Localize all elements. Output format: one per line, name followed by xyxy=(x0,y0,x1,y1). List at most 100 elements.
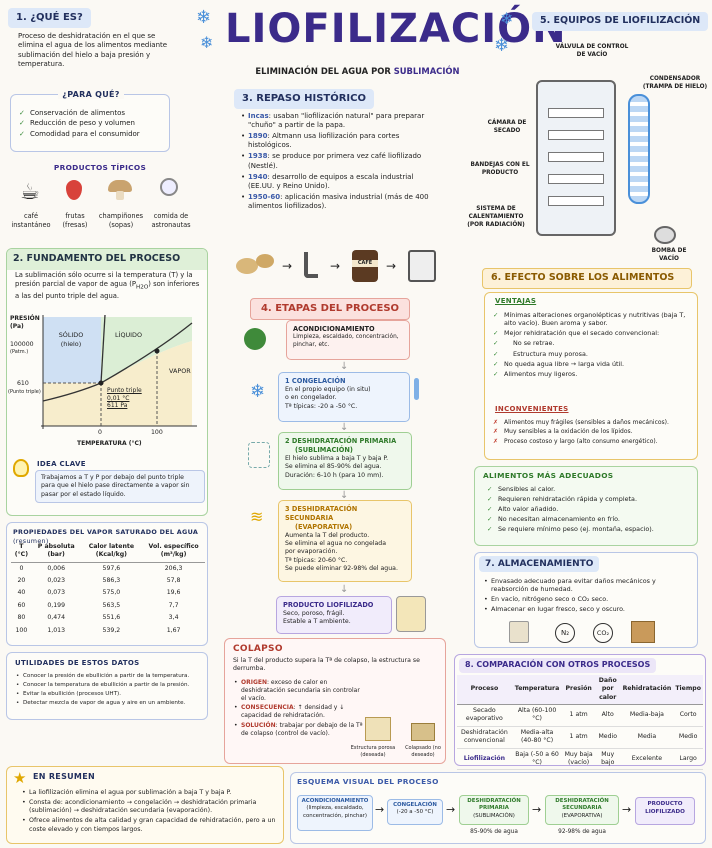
colapso-box: COLAPSO Si la T del producto supera la T… xyxy=(224,638,446,764)
boiling-point-marker xyxy=(154,348,160,354)
esquema-step-3: DESHIDRATACIÓN PRIMARIA (SUBLIMACIÓN) xyxy=(459,795,529,825)
section-3-heading: 3. REPASO HISTÓRICO xyxy=(234,89,374,109)
history-text: : Altmann usa liofilización para cortes … xyxy=(248,131,400,150)
section-2-box: 2. FUNDAMENTO DEL PROCESO La sublimación… xyxy=(6,248,208,516)
y-axis-label: PRESIÓN (Pa) xyxy=(10,315,40,331)
table-cell: Alta (60-100 °C) xyxy=(517,707,557,723)
list-item: Estructura muy porosa. xyxy=(493,350,693,359)
table-cell: 80 xyxy=(17,614,26,622)
snowflake-icon: ❄ xyxy=(494,35,510,56)
list-item: 1940: desarrollo de equipos a escala ind… xyxy=(240,173,440,192)
list-item: Sensibles al calor. xyxy=(487,485,692,494)
microscope-icon xyxy=(304,252,318,278)
trays-label: BANDEJAS CON EL PRODUCTO xyxy=(470,162,530,176)
inconvenientes-list: Alimentos muy frágiles (sensibles a daño… xyxy=(493,417,695,447)
vapor-icon: ≋ xyxy=(250,507,264,526)
secundaria-box: 3 DESHIDRATACIÓN SECUNDARIA (EVAPORATIVA… xyxy=(278,500,412,582)
liquid-label: LÍQUIDO xyxy=(115,331,142,339)
table-cell: 563,5 xyxy=(102,601,121,609)
table-cell: Medio xyxy=(678,732,698,740)
list-item: Alto valor añadido. xyxy=(487,505,692,514)
product-label: frutas (fresas) xyxy=(62,212,88,229)
table-cell: 0,073 xyxy=(47,589,66,597)
acondicionamiento-box: ACONDICIONAMIENTO Limpieza, escaldado, c… xyxy=(286,320,410,360)
co2-icon: CO₂ xyxy=(593,623,613,643)
prod-line: Estable a T ambiente. xyxy=(283,618,351,626)
table-cell: 539,2 xyxy=(102,626,121,634)
snowflake-icon: ❄ xyxy=(250,381,266,402)
colapso-text: Si la T del producto supera la Tª de col… xyxy=(233,657,420,673)
y-tick-100000: 100000 xyxy=(10,341,34,348)
arrow-icon: → xyxy=(330,259,341,273)
sec-title: 3 DESHIDRATACIÓN SECUNDARIA xyxy=(285,505,358,522)
vapor-label: VAPOR xyxy=(169,367,191,375)
list-item: Muy sensibles a la oxidación de los lípi… xyxy=(493,428,695,436)
vapor-region xyxy=(43,341,192,426)
list-item: Ofrece alimentos de alta calidad y gran … xyxy=(21,817,279,834)
list-item: 1938: se produce por primera vez café li… xyxy=(240,152,440,171)
utilidades-title: UTILIDADES DE ESTOS DATOS xyxy=(15,659,140,667)
list-item: ORIGEN: exceso de calor en deshidratació… xyxy=(233,679,363,703)
esquema-step-title: DESHIDRATACIÓN PRIMARIA xyxy=(467,798,521,812)
section-4-heading: 4. ETAPAS DEL PROCESO xyxy=(250,298,410,320)
table-cell: 100 xyxy=(15,626,28,634)
section-2-heading: 2. FUNDAMENTO DEL PROCESO xyxy=(7,249,207,270)
table-cell: 60 xyxy=(17,601,26,609)
arrow-icon: → xyxy=(532,803,542,816)
acond-title: ACONDICIONAMIENTO xyxy=(293,325,375,333)
adecuados-title: ALIMENTOS MÁS ADECUADOS xyxy=(483,471,614,480)
table-header: Proceso xyxy=(470,685,499,693)
colapso-key: CONSECUENCIA xyxy=(241,704,294,712)
list-item: Mínimas alteraciones organolépticas y nu… xyxy=(493,311,693,328)
arrow-icon: ↓ xyxy=(340,361,349,372)
solid-region xyxy=(43,317,101,383)
arrow-icon: → xyxy=(282,259,293,273)
triple-point-temp: 0,01 °C xyxy=(107,394,130,402)
list-item: No se retrae. xyxy=(493,339,693,348)
colapso-list: ORIGEN: exceso de calor en deshidratació… xyxy=(233,677,363,740)
vapor-table: T (°C) P absoluta (bar) Calor latente (K… xyxy=(11,541,205,637)
sec-line: Tª típicas: 20-60 °C. xyxy=(285,556,348,564)
table-cell: 597,6 xyxy=(102,564,121,572)
esquema-step-1: ACONDICIONAMIENTO (limpieza, escaldado, … xyxy=(297,795,373,831)
triple-point-pressure: 611 Pa xyxy=(107,402,128,409)
coffee-cup-icon: ☕ xyxy=(20,180,40,205)
porous-label: Estructura porosa (deseada) xyxy=(350,745,396,758)
pump-label: BOMBA DE VACÍO xyxy=(651,248,687,262)
y-tick-100000-note: (Patm.) xyxy=(10,349,29,355)
section-1-heading: 1. ¿QUÉ ES? xyxy=(8,8,91,28)
table-header: Calor latente (Kcal/kg) xyxy=(88,543,135,559)
esquema-step-3-note: 85-90% de agua xyxy=(470,829,518,835)
esquema-step-sub: (-20 a -50 °C) xyxy=(396,809,434,816)
package-icon xyxy=(509,621,529,643)
cong-line: En el propio equipo (in situ) xyxy=(285,385,371,393)
list-item: Comodidad para el consumidor xyxy=(19,130,140,140)
esquema-step-sub: (SUBLIMACIÓN) xyxy=(473,812,515,819)
table-header: Presión xyxy=(565,685,592,693)
table-cell: Media-baja xyxy=(629,711,664,719)
esquema-step-5: PRODUCTO LIOFILIZADO xyxy=(635,797,695,825)
adecuados-list: Sensibles al calor. Requieren rehidratac… xyxy=(487,483,692,535)
table-header: T (°C) xyxy=(14,543,29,559)
history-text: : se produce por primera vez café liofil… xyxy=(248,152,422,170)
colapso-text-item: : ↑ densidad y ↓ capacidad de rehidratac… xyxy=(241,704,345,720)
list-item: Se requiere mínimo peso (ej. montaña, es… xyxy=(487,525,692,534)
almacenamiento-list: Envasado adecuado para evitar daños mecá… xyxy=(483,575,693,616)
prim-line: El hielo sublima a baja T y baja P. xyxy=(285,454,389,462)
list-item: Alimentos muy ligeros. xyxy=(493,370,693,379)
primaria-box: 2 DESHIDRATACIÓN PRIMARIA (SUBLIMACIÓN) … xyxy=(278,432,412,490)
table-cell: Corto xyxy=(679,711,697,719)
arrow-icon: → xyxy=(386,259,397,273)
chamber-label: CÁMARA DE SECADO xyxy=(487,120,527,134)
esquema-step-4-note: 92-98% de agua xyxy=(558,829,606,835)
table-cell: 1,013 xyxy=(47,626,66,634)
acond-text: Limpieza, escaldado, concentración, pinc… xyxy=(293,333,399,348)
freeze-dryer-icon xyxy=(408,250,436,282)
prod-title: PRODUCTO LIOFILIZADO xyxy=(283,601,374,609)
list-item: Incas: usaban "liofilización natural" pa… xyxy=(240,112,440,131)
ventajas-list: Mínimas alteraciones organolépticas y nu… xyxy=(493,309,693,380)
snowflake-icon: ❄ xyxy=(200,33,214,52)
